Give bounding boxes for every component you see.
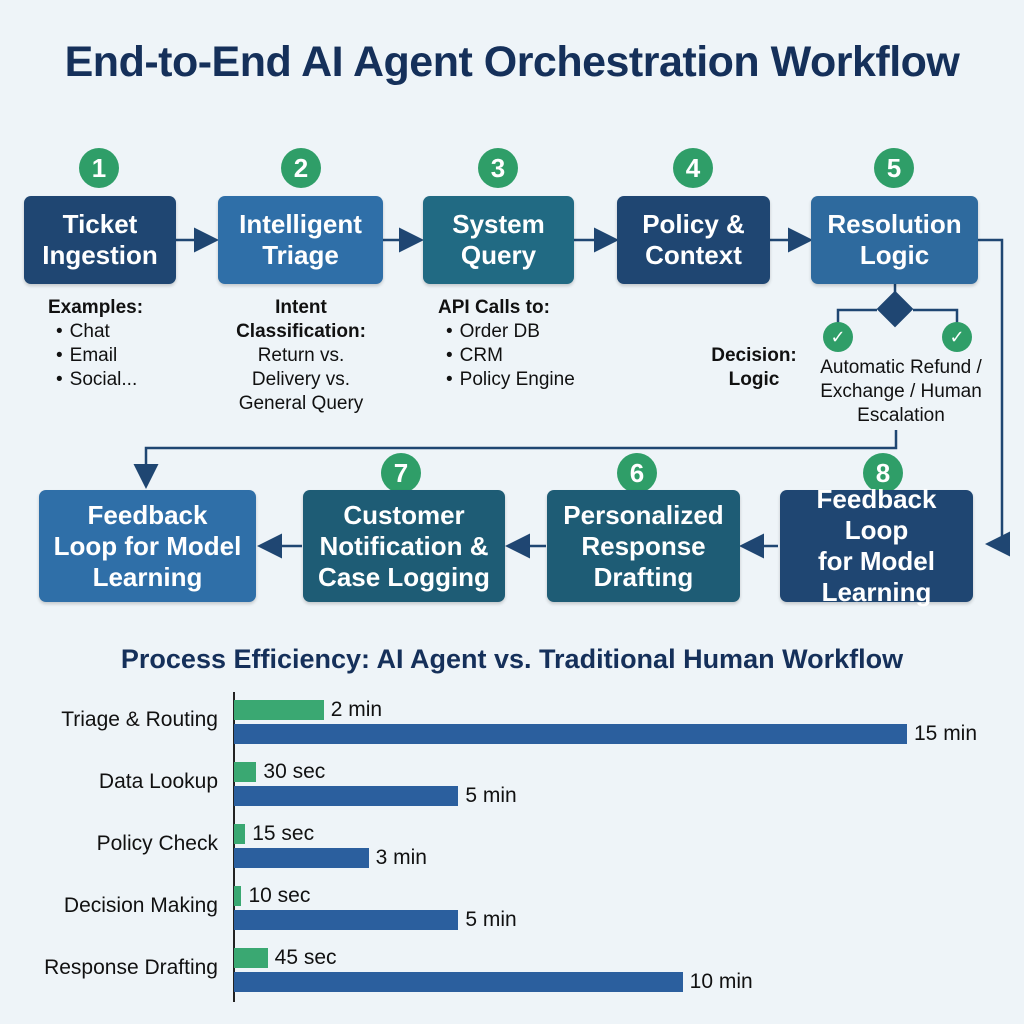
step-badge-8: 8 [863, 453, 903, 493]
decision-diamond [876, 290, 914, 328]
decision-outcome-line: Exchange / Human [820, 381, 982, 402]
step-3-line2: Query [460, 240, 537, 270]
category-label: Decision Making [63, 894, 218, 917]
category-label: Response Drafting [44, 956, 218, 979]
chart-axis-line [233, 692, 235, 1002]
decision-right-branch [913, 308, 959, 324]
chart-title: Process Efficiency: AI Agent vs. Traditi… [120, 644, 904, 674]
desc-triage: Intent Classification: Return vs. Delive… [210, 296, 392, 416]
check-icon: ✓ [942, 322, 972, 352]
arrow-decision-feedback [133, 430, 898, 489]
bar-value-label: 10 sec [248, 884, 311, 907]
step-2-line1: Intelligent [239, 209, 362, 239]
step-badge-5: 5 [874, 148, 914, 188]
desc-ingestion-heading: Examples: [48, 297, 144, 318]
decision-left-branch [836, 308, 877, 324]
decision-outcome-line: Escalation [857, 405, 945, 426]
step-6-line2: Response [581, 530, 706, 561]
desc-triage-line: Return vs. [257, 345, 345, 366]
bar-value-label: 2 min [330, 698, 383, 721]
feedback-final-line1: Feedback [87, 499, 208, 530]
step-badge-6: 6 [617, 453, 657, 493]
step-4-line2: Context [645, 240, 742, 270]
bar-value-label: 15 sec [252, 822, 315, 845]
bar-value-label: 5 min [465, 784, 517, 807]
desc-triage-heading-2: Classification: [236, 321, 366, 342]
step-2-line2: Triage [262, 240, 339, 270]
bar-human [234, 848, 369, 868]
bar-value-label: 30 sec [263, 760, 326, 783]
bar-human [234, 972, 683, 992]
arrow-5-8 [978, 238, 1010, 557]
decision-outcomes: Automatic Refund / Exchange / Human Esca… [806, 356, 996, 428]
step-6-line1: Personalized [563, 499, 724, 530]
check-icon: ✓ [823, 322, 853, 352]
decision-label-1: Decision: [711, 345, 797, 366]
bar-value-label: 45 sec [274, 946, 337, 969]
step-1-line1: Ticket [62, 209, 138, 239]
bar-human [234, 910, 459, 930]
bar-ai-agent [234, 824, 246, 844]
desc-triage-heading-1: Intent [275, 297, 327, 318]
bar-human [234, 724, 907, 744]
step-8-line1: Feedback Loop [816, 484, 937, 545]
step-6-line3: Drafting [593, 561, 694, 592]
bar-ai-agent [234, 762, 257, 782]
desc-ingestion: Examples: Chat Email Social... [48, 296, 198, 392]
category-label: Triage & Routing [61, 708, 218, 731]
category-label: Policy Check [96, 832, 218, 855]
desc-query-heading: API Calls to: [438, 297, 550, 318]
bar-value-label: 3 min [375, 846, 427, 869]
desc-ingestion-item: Social... [48, 368, 198, 392]
bar-value-label: 15 min [914, 722, 978, 745]
desc-ingestion-item: Chat [48, 320, 198, 344]
bar-human [234, 786, 459, 806]
feedback-final-line2: Loop for Model [53, 530, 242, 561]
step-5-line2: Logic [859, 240, 930, 270]
step-7-line1: Customer [343, 499, 465, 530]
decision-label-2: Logic [728, 369, 780, 390]
desc-query-item: Policy Engine [438, 368, 608, 392]
decision-label: Decision: Logic [700, 344, 808, 392]
bar-ai-agent [234, 948, 268, 968]
step-badge-1: 1 [79, 148, 119, 188]
step-7-line3: Case Logging [318, 561, 490, 592]
page-title: End-to-End AI Agent Orchestration Workfl… [64, 38, 960, 86]
step-5-line1: Resolution [827, 209, 962, 239]
desc-system-query: API Calls to: Order DB CRM Policy Engine [438, 296, 608, 392]
desc-query-item: CRM [438, 344, 608, 368]
feedback-final-line3: Learning [92, 561, 203, 592]
bar-value-label: 10 min [689, 970, 753, 993]
desc-query-item: Order DB [438, 320, 608, 344]
step-badge-3: 3 [478, 148, 518, 188]
desc-ingestion-item: Email [48, 344, 198, 368]
step-badge-7: 7 [381, 453, 421, 493]
step-badge-2: 2 [281, 148, 321, 188]
bar-value-label: 5 min [465, 908, 517, 931]
decision-outcome-line: Automatic Refund / [820, 357, 982, 378]
step-box-policy-context: Policy &Context [617, 196, 770, 284]
desc-triage-line: Delivery vs. [251, 369, 351, 390]
bar-ai-agent [234, 700, 324, 720]
step-3-line1: System [452, 209, 545, 239]
bar-ai-agent [234, 886, 242, 906]
category-label: Data Lookup [98, 770, 218, 793]
step-8-line2: for Model [818, 546, 935, 576]
step-7-line2: Notification & [319, 530, 489, 561]
step-4-line1: Policy & [642, 209, 745, 239]
step-8-line3: Learning [821, 577, 932, 607]
step-badge-4: 4 [673, 148, 713, 188]
step-1-line2: Ingestion [42, 240, 158, 270]
desc-triage-line: General Query [238, 393, 364, 414]
